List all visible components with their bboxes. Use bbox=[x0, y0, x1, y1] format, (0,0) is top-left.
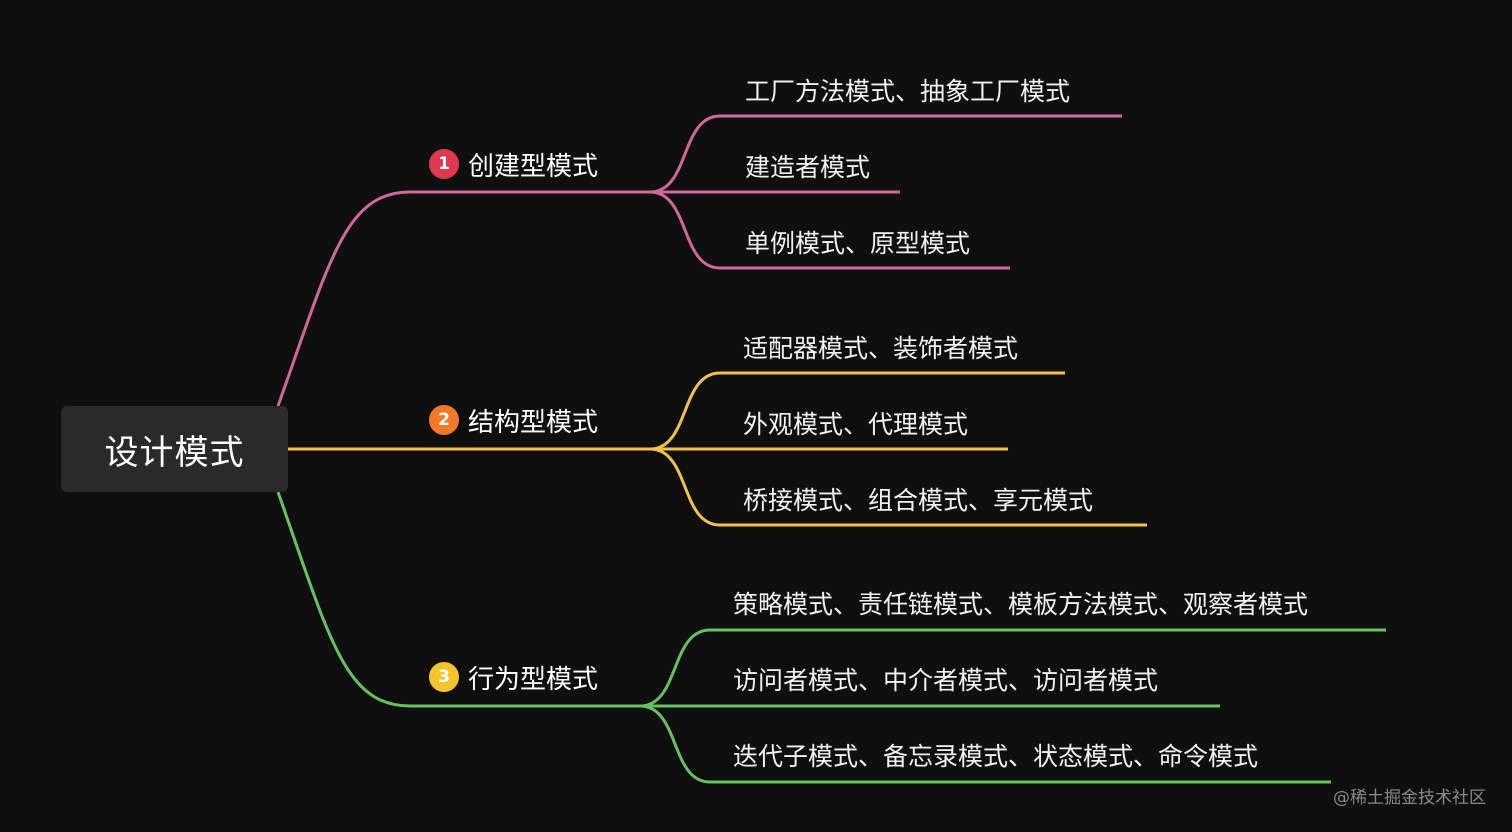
root-to-branch-3-connector bbox=[276, 491, 640, 708]
root-node[interactable]: 设计模式 bbox=[61, 406, 288, 492]
root-to-branch-1-connector bbox=[276, 190, 650, 407]
branch-node-structural[interactable]: 2 结构型模式 bbox=[429, 400, 598, 440]
branch-2-leaf-3-connector bbox=[649, 447, 1147, 527]
root-label: 设计模式 bbox=[104, 432, 245, 473]
leaf-label-factory[interactable]: 工厂方法模式、抽象工厂模式 bbox=[745, 77, 1071, 106]
leaf-label-builder[interactable]: 建造者模式 bbox=[745, 153, 871, 182]
leaf-label-adapter-decorator[interactable]: 适配器模式、装饰者模式 bbox=[743, 334, 1019, 363]
branch-1-leaf-3-connector bbox=[649, 190, 1010, 270]
branch-1-leaf-1-connector bbox=[649, 114, 1122, 194]
number-badge-1: 1 bbox=[429, 149, 459, 179]
branch-label-creational: 创建型模式 bbox=[468, 151, 599, 182]
branch-3-leaf-3-connector bbox=[639, 704, 1331, 784]
branch-2-leaf-1-connector bbox=[649, 371, 1065, 451]
number-badge-3: 3 bbox=[429, 662, 459, 692]
branch-node-creational[interactable]: 1 创建型模式 bbox=[429, 144, 598, 184]
leaf-label-iterator-memento-state-command[interactable]: 迭代子模式、备忘录模式、状态模式、命令模式 bbox=[733, 742, 1259, 771]
leaf-label-strategy-chain-template-observer[interactable]: 策略模式、责任链模式、模板方法模式、观察者模式 bbox=[733, 590, 1309, 619]
branch-label-structural: 结构型模式 bbox=[468, 407, 599, 438]
leaf-label-singleton-prototype[interactable]: 单例模式、原型模式 bbox=[745, 229, 971, 258]
leaf-label-bridge-composite-flyweight[interactable]: 桥接模式、组合模式、享元模式 bbox=[743, 486, 1094, 515]
leaf-label-visitor-mediator-visitor[interactable]: 访问者模式、中介者模式、访问者模式 bbox=[733, 666, 1159, 695]
leaf-label-facade-proxy[interactable]: 外观模式、代理模式 bbox=[743, 410, 969, 439]
branch-label-behavioral: 行为型模式 bbox=[468, 664, 599, 695]
number-badge-2: 2 bbox=[429, 405, 459, 435]
branch-3-leaf-1-connector bbox=[639, 628, 1386, 708]
branch-node-behavioral[interactable]: 3 行为型模式 bbox=[429, 657, 598, 697]
watermark: @稀土掘金技术社区 bbox=[1333, 788, 1486, 808]
